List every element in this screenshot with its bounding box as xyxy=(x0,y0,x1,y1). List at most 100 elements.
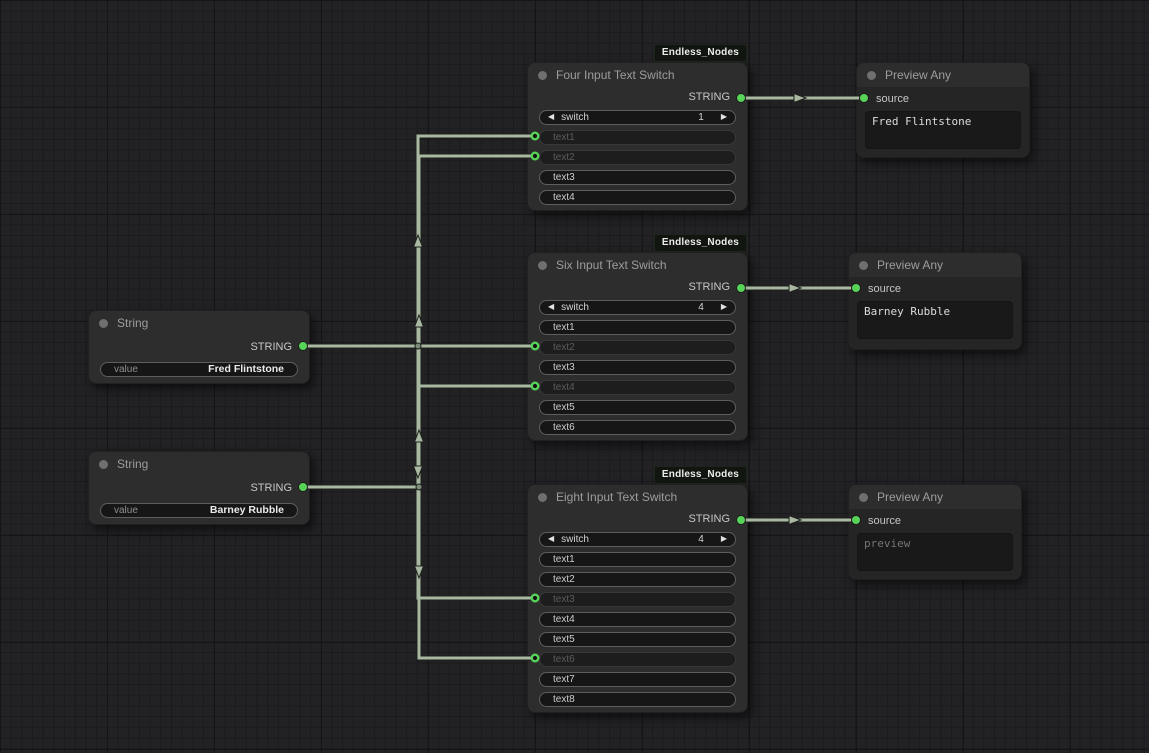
widget-row: text1 xyxy=(528,317,747,337)
wire-string2-to-six-text4 xyxy=(417,384,535,487)
text-widget-text3[interactable]: text3 xyxy=(539,169,736,185)
input-label: text2 xyxy=(553,341,575,353)
input-slot-text4[interactable]: text4 xyxy=(539,379,736,395)
wire-junction xyxy=(414,342,422,350)
value-text: Barney Rubble xyxy=(209,504,284,516)
input-label: text4 xyxy=(553,381,575,393)
input-slot-text1[interactable]: text1 xyxy=(539,129,736,145)
node-source-badge: Endless_Nodes xyxy=(653,234,747,252)
input-slot-source: source xyxy=(857,87,1029,111)
output-label: STRING xyxy=(688,91,730,103)
node-title-bar[interactable]: String xyxy=(89,311,309,335)
widget-label: text6 xyxy=(553,421,575,433)
flow-arrow-up-icon xyxy=(413,428,425,443)
node-four-input-text-switch[interactable]: Four Input Text Switch STRING ◀ switch 1… xyxy=(527,62,748,211)
input-row: text2 xyxy=(528,337,747,357)
increment-arrow-icon[interactable]: ▶ xyxy=(720,534,727,543)
node-title-bar[interactable]: Preview Any xyxy=(849,485,1021,509)
node-title: String xyxy=(117,316,149,330)
wire-string1-to-four-text1 xyxy=(303,134,535,348)
collapse-dot-icon[interactable] xyxy=(859,260,868,270)
input-slot-text2[interactable]: text2 xyxy=(539,339,736,355)
collapse-dot-icon[interactable] xyxy=(867,70,876,80)
decrement-arrow-icon[interactable]: ◀ xyxy=(548,112,555,121)
node-source-badge: Endless_Nodes xyxy=(653,44,747,62)
node-string-2[interactable]: String STRING value Barney Rubble xyxy=(88,451,310,525)
increment-arrow-icon[interactable]: ▶ xyxy=(720,302,727,311)
text-widget-text7[interactable]: text7 xyxy=(539,671,736,687)
collapse-dot-icon[interactable] xyxy=(538,70,547,80)
text-widget-text2[interactable]: text2 xyxy=(539,571,736,587)
flow-arrow-right-icon xyxy=(788,514,803,526)
collapse-dot-icon[interactable] xyxy=(538,492,547,502)
node-title: Preview Any xyxy=(877,490,944,504)
switch-widget[interactable]: ◀ switch 1 ▶ xyxy=(539,109,736,125)
preview-placeholder-text[interactable]: preview xyxy=(857,533,1013,571)
text-widget-text4[interactable]: text4 xyxy=(539,189,736,205)
wire-outline xyxy=(415,346,535,601)
input-slot-source: source xyxy=(849,509,1021,533)
widget-row: text1 xyxy=(528,549,747,569)
collapse-dot-icon[interactable] xyxy=(538,260,547,270)
text-widget-text5[interactable]: text5 xyxy=(539,399,736,415)
node-title-bar[interactable]: Preview Any xyxy=(849,253,1021,277)
text-widget-text6[interactable]: text6 xyxy=(539,419,736,435)
widget-row: ◀ switch 4 ▶ xyxy=(528,529,747,549)
node-title-bar[interactable]: Eight Input Text Switch xyxy=(528,485,747,509)
switch-label: switch xyxy=(561,111,589,123)
input-slot-text6[interactable]: text6 xyxy=(539,651,736,667)
node-title-bar[interactable]: Preview Any xyxy=(857,63,1029,87)
text-widget-text1[interactable]: text1 xyxy=(539,319,736,335)
increment-arrow-icon[interactable]: ▶ xyxy=(720,112,727,121)
text-widget-text5[interactable]: text5 xyxy=(539,631,736,647)
collapse-dot-icon[interactable] xyxy=(99,318,108,328)
node-preview-any-1[interactable]: Preview Any source Fred Flintstone xyxy=(856,62,1030,158)
node-eight-input-text-switch[interactable]: Eight Input Text Switch STRING ◀ switch … xyxy=(527,484,748,713)
decrement-arrow-icon[interactable]: ◀ xyxy=(548,302,555,311)
output-slot-string: STRING xyxy=(89,335,309,359)
switch-value: 1 xyxy=(698,111,704,123)
widget-row: text5 xyxy=(528,397,747,417)
output-label: STRING xyxy=(250,341,292,353)
switch-widget[interactable]: ◀ switch 4 ▶ xyxy=(539,531,736,547)
node-preview-any-2[interactable]: Preview Any source Barney Rubble xyxy=(848,252,1022,350)
widget-row: text3 xyxy=(528,167,747,187)
widget-row: text7 xyxy=(528,669,747,689)
input-row: text6 xyxy=(528,649,747,669)
node-string-1[interactable]: String STRING value Fred Flintstone xyxy=(88,310,310,384)
text-widget-text1[interactable]: text1 xyxy=(539,551,736,567)
preview-output-text[interactable]: Barney Rubble xyxy=(857,301,1013,339)
switch-widget[interactable]: ◀ switch 4 ▶ xyxy=(539,299,736,315)
value-text: Fred Flintstone xyxy=(208,363,284,375)
node-six-input-text-switch[interactable]: Six Input Text Switch STRING ◀ switch 4 … xyxy=(527,252,748,441)
value-widget[interactable]: value Fred Flintstone xyxy=(100,361,298,377)
value-label: value xyxy=(114,504,138,516)
output-slot-string: STRING xyxy=(528,509,747,529)
flow-arrow-down-icon xyxy=(412,465,424,480)
value-widget[interactable]: value Barney Rubble xyxy=(100,502,298,518)
input-slot-text2[interactable]: text2 xyxy=(539,149,736,165)
widget-label: text4 xyxy=(553,613,575,625)
text-widget-text3[interactable]: text3 xyxy=(539,359,736,375)
text-widget-text4[interactable]: text4 xyxy=(539,611,736,627)
node-preview-any-3[interactable]: Preview Any source preview xyxy=(848,484,1022,580)
widget-row: ◀ switch 1 ▶ xyxy=(528,107,747,127)
node-title-bar[interactable]: Four Input Text Switch xyxy=(528,63,747,87)
flow-arrow-up-icon xyxy=(412,233,424,248)
node-title-bar[interactable]: String xyxy=(89,452,309,476)
flow-arrow-right-icon xyxy=(793,92,808,104)
input-label: text1 xyxy=(553,131,575,143)
preview-output-text[interactable]: Fred Flintstone xyxy=(865,111,1021,149)
collapse-dot-icon[interactable] xyxy=(859,492,868,502)
node-source-badge: Endless_Nodes xyxy=(653,466,747,484)
wire-outline xyxy=(303,133,535,349)
node-title-bar[interactable]: Six Input Text Switch xyxy=(528,253,747,277)
input-label: source xyxy=(876,93,910,105)
text-widget-text8[interactable]: text8 xyxy=(539,691,736,707)
switch-value: 4 xyxy=(698,301,704,313)
collapse-dot-icon[interactable] xyxy=(99,459,108,469)
decrement-arrow-icon[interactable]: ◀ xyxy=(548,534,555,543)
input-slot-text3[interactable]: text3 xyxy=(539,591,736,607)
widget-row: text4 xyxy=(528,187,747,207)
